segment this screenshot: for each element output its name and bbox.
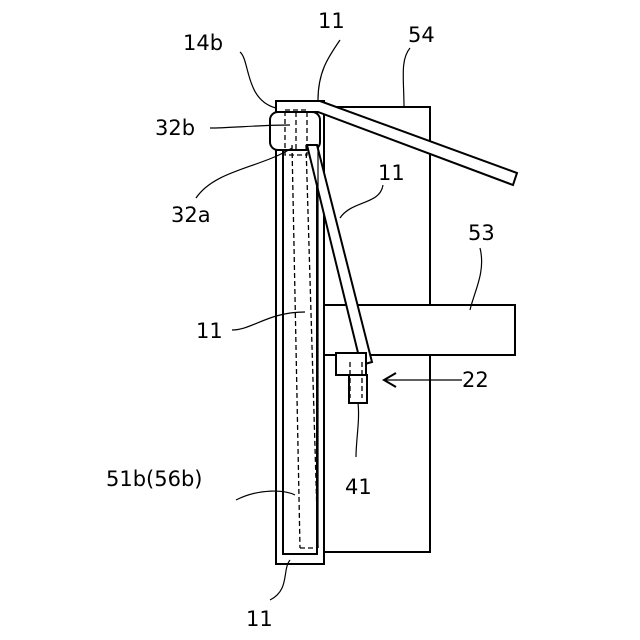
label-left-11: 11	[196, 319, 223, 343]
leader-53	[470, 248, 482, 310]
label-53: 53	[468, 221, 495, 245]
label-32a: 32a	[171, 203, 211, 227]
leader-14b	[240, 52, 276, 108]
label-right-11: 11	[378, 161, 405, 185]
leader-top-11	[318, 40, 340, 100]
label-top-11: 11	[318, 9, 345, 33]
label-bottom-11: 11	[246, 607, 273, 631]
latch-22-body	[349, 375, 367, 403]
leader-bottom-11	[270, 560, 290, 600]
label-22: 22	[462, 368, 489, 392]
label-14b: 14b	[183, 31, 223, 55]
label-51b: 51b(56b)	[106, 467, 203, 491]
label-54: 54	[408, 23, 435, 47]
leader-41	[356, 403, 359, 457]
leader-54	[403, 48, 410, 107]
label-41: 41	[345, 475, 372, 499]
leader-right-11	[340, 185, 383, 218]
label-32b: 32b	[155, 116, 195, 140]
